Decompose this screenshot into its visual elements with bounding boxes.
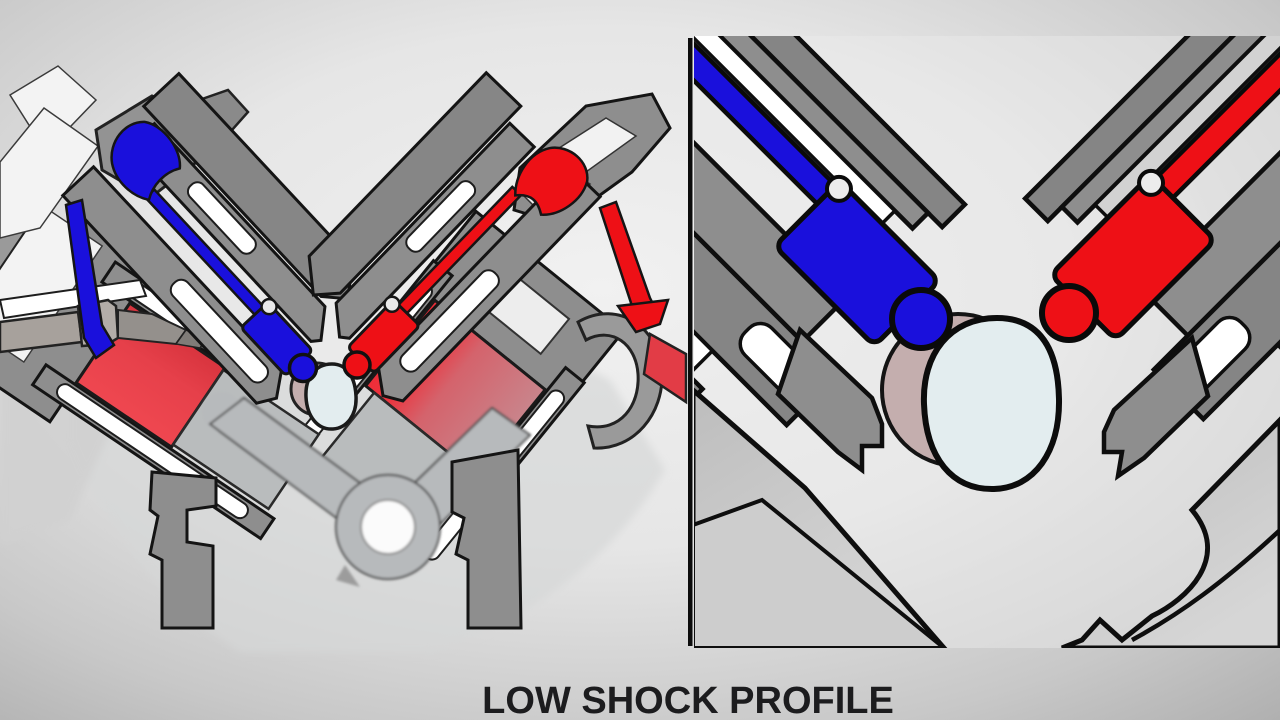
- detail-gray-band-c: [694, 36, 851, 345]
- detail-gray-band-cr: [1139, 36, 1280, 339]
- cover-piece-2: [0, 106, 100, 239]
- connecting-rods: [202, 392, 532, 587]
- exhaust-tappet-notch: [383, 295, 401, 314]
- detail-cam-lobe: [920, 314, 1063, 493]
- left-block-leg: [148, 470, 218, 630]
- detail-left-head-tip: [775, 325, 885, 475]
- spark-plug: [0, 278, 208, 354]
- exhaust-valve-assembly: [307, 70, 603, 403]
- detail-right-head-tip: [1101, 333, 1211, 481]
- crank-journal: [360, 499, 416, 555]
- engine-cross-section-panel: [0, 65, 688, 652]
- detail-white-band-b: [694, 36, 898, 228]
- intake-valve-head: [110, 120, 182, 202]
- detail-right-lower-block: [1061, 416, 1280, 648]
- detail-exhaust-tip: [1039, 283, 1099, 343]
- right-block-leg: [450, 448, 523, 630]
- exhaust-valve-head: [514, 146, 589, 216]
- rod-cap-notch: [336, 565, 360, 587]
- caption: LOW SHOCK PROFILE: [482, 680, 894, 720]
- detail-intake-notch: [824, 174, 853, 203]
- intake-tappet-notch: [260, 297, 278, 316]
- intake-upper-slot: [186, 181, 257, 255]
- detail-white-band-f: [694, 69, 715, 378]
- panel-divider-line: [688, 38, 693, 646]
- detail-intake-tip: [889, 287, 953, 351]
- exhaust-outer-band: [307, 70, 523, 297]
- zoom-detail-panel: [694, 36, 1280, 648]
- intake-lower-slot: [169, 278, 269, 384]
- intake-fork-strand: [64, 198, 116, 360]
- detail-right-seam: [1130, 528, 1280, 642]
- exhaust-upper-slot: [405, 180, 477, 253]
- detail-left-lower-seam: [694, 497, 948, 648]
- detail-light-band-br: [1092, 36, 1280, 222]
- intake-outer-band: [141, 71, 355, 301]
- intake-valve-tip: [287, 352, 319, 384]
- far-piston-sliver: [642, 332, 688, 405]
- exhaust-valve-tip: [342, 350, 372, 380]
- exhaust-lower-slot: [399, 269, 500, 373]
- detail-exhaust-notch: [1137, 168, 1166, 197]
- exhaust-tulip-foot: [615, 298, 670, 334]
- intake-valve-assembly: [60, 71, 355, 405]
